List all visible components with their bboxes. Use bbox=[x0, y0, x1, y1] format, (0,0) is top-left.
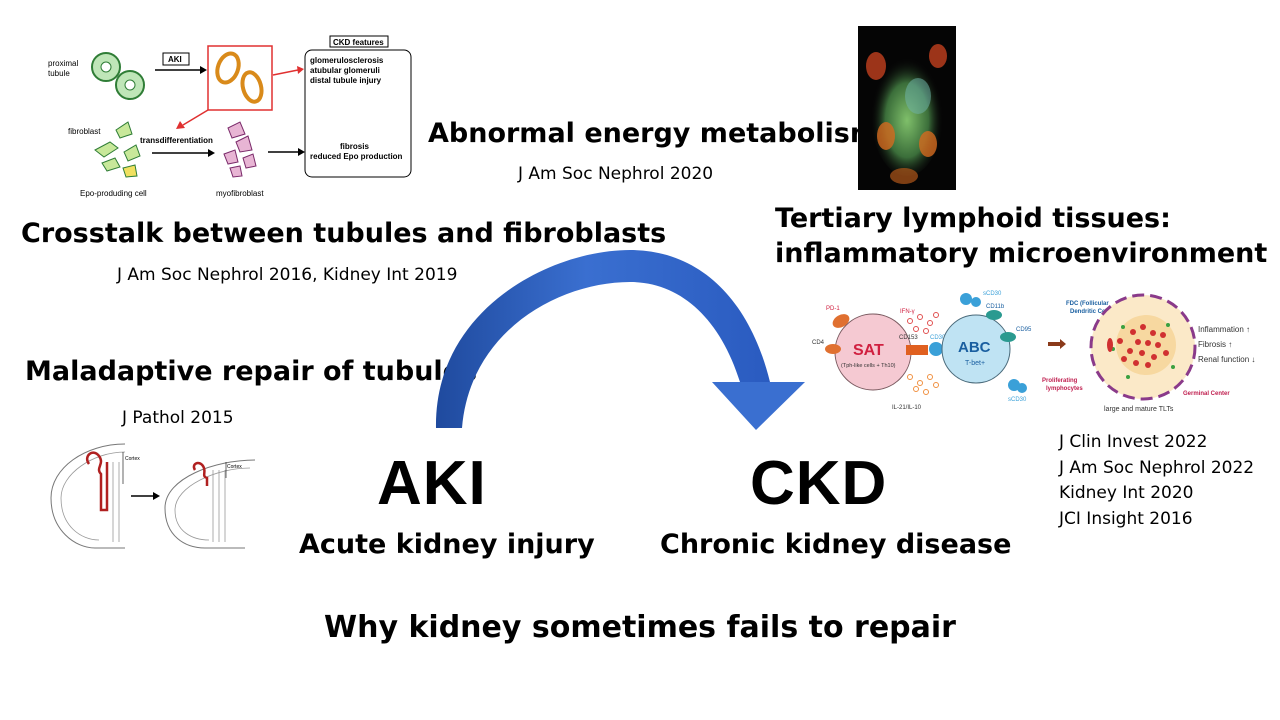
lymphocyte-dots bbox=[1117, 324, 1169, 368]
energy-metabolism-ref: J Am Soc Nephrol 2020 bbox=[518, 164, 714, 184]
crosstalk-title: Crosstalk between tubules and fibroblast… bbox=[21, 218, 667, 249]
germinal-center-label: Germinal Center bbox=[1183, 391, 1230, 397]
fibrosis-label: Fibrosis ↑ bbox=[1198, 340, 1232, 349]
svg-text:lymphocytes: lymphocytes bbox=[1046, 386, 1083, 392]
ckd-full: Chronic kidney disease bbox=[660, 529, 1012, 560]
tlt-title-line2: inflammatory microenvironment bbox=[775, 238, 1268, 269]
ckd-features-box bbox=[304, 49, 412, 178]
red-arrow-to-ckd bbox=[272, 69, 299, 76]
proximal-tubule-label: proximal bbox=[48, 59, 78, 68]
tbet-label: T-bet+ bbox=[965, 360, 985, 367]
epo-cell-label: Epo-produding cell bbox=[80, 189, 147, 198]
arc-arrow-head bbox=[712, 382, 805, 430]
scd30-bottom bbox=[1008, 379, 1027, 393]
proximal-tubule-cell-2 bbox=[115, 70, 145, 100]
ckd-feature-5: reduced Epo production bbox=[310, 152, 403, 161]
aki-abbr: AKI bbox=[377, 449, 487, 518]
fibroblast-label: fibroblast bbox=[68, 127, 101, 136]
maladaptive-title: Maladaptive repair of tubules bbox=[25, 356, 478, 387]
cd30-label: CD30 bbox=[930, 335, 946, 341]
cortex-label-2: Cortex bbox=[227, 464, 242, 470]
il-label: IL-21/IL-10 bbox=[892, 405, 922, 411]
cd11b-receptor bbox=[986, 310, 1002, 320]
damaged-tubule-2 bbox=[192, 461, 209, 486]
transdifferentiation-label: transdifferentiation bbox=[140, 136, 213, 145]
abc-cell bbox=[941, 314, 1011, 384]
il-dots bbox=[907, 374, 939, 395]
pd1-receptor bbox=[832, 314, 850, 328]
cd95-label: CD95 bbox=[1016, 327, 1032, 333]
red-arrow-to-fibroblast bbox=[182, 109, 209, 126]
aki-full: Acute kidney injury bbox=[299, 529, 595, 560]
fdc-label: FDC (Follicular bbox=[1066, 301, 1109, 307]
myofibroblast-label: myofibroblast bbox=[216, 189, 264, 198]
tlt-figure: SAT (Tph-like cells + Th10) PD-1 CD4 CD1… bbox=[812, 291, 1255, 413]
injured-tubule-2 bbox=[240, 70, 264, 104]
tlt-ref-2: J Am Soc Nephrol 2022 bbox=[1059, 457, 1255, 478]
scd30-bottom-label: sCD30 bbox=[1008, 397, 1027, 403]
damaged-tubule-1 bbox=[85, 451, 109, 512]
scd30-top bbox=[960, 293, 981, 307]
sat-sub-label: (Tph-like cells + Th10) bbox=[841, 363, 896, 369]
tlt-title-line1: Tertiary lymphoid tissues: bbox=[775, 203, 1171, 234]
injured-tubule-1 bbox=[215, 51, 241, 85]
pd1-label: PD-1 bbox=[826, 306, 840, 312]
scd30-top-label: sCD30 bbox=[983, 291, 1002, 297]
main-title: Why kidney sometimes fails to repair bbox=[324, 610, 956, 645]
cd11b-label: CD11b bbox=[986, 304, 1005, 310]
cd153-label: CD153 bbox=[899, 335, 918, 341]
tlt-arrow bbox=[1048, 339, 1066, 349]
cd4-label: CD4 bbox=[812, 340, 825, 346]
svg-text:tubule: tubule bbox=[48, 69, 70, 78]
cd95-receptor bbox=[1000, 332, 1016, 342]
ckd-features-header: CKD features bbox=[333, 38, 384, 47]
ckd-feature-4: fibrosis bbox=[340, 142, 369, 151]
tlt-ref-3: Kidney Int 2020 bbox=[1059, 483, 1194, 503]
tlt-refs: J Clin Invest 2022 J Am Soc Nephrol 2022… bbox=[1059, 430, 1254, 532]
aki-small-label: AKI bbox=[168, 55, 182, 64]
kidney-section-1 bbox=[50, 443, 126, 549]
cd30-receptor bbox=[929, 342, 943, 356]
aki-to-ckd-arrow bbox=[435, 250, 805, 430]
maladaptive-figure: Cortex Cortex bbox=[50, 443, 256, 549]
ckd-abbr: CKD bbox=[750, 449, 888, 518]
arc-arrow-body bbox=[435, 250, 770, 428]
cortex-label-1: Cortex bbox=[125, 456, 140, 462]
proliferating-label: Proliferating bbox=[1042, 378, 1078, 384]
ifn-dots bbox=[907, 312, 939, 334]
crosstalk-figure: proximal tubule AKI CKD features glomeru… bbox=[48, 35, 412, 198]
cd4-receptor bbox=[825, 344, 841, 354]
tlt-ref-4: JCI Insight 2016 bbox=[1059, 508, 1193, 529]
sat-label: SAT bbox=[853, 342, 884, 359]
energy-metabolism-title: Abnormal energy metabolism bbox=[428, 118, 878, 149]
ifn-label: IFN-γ bbox=[900, 309, 915, 315]
proximal-tubule-cell-1 bbox=[91, 52, 121, 82]
maladaptive-ref: J Pathol 2015 bbox=[122, 408, 234, 428]
ckd-feature-2: atubular glomeruli bbox=[310, 66, 380, 75]
tlt-ref-1: J Clin Invest 2022 bbox=[1059, 432, 1208, 452]
ckd-feature-3: distal tubule injury bbox=[310, 76, 382, 85]
myofibroblast-cells bbox=[223, 121, 257, 178]
cd153-ligand bbox=[906, 345, 928, 355]
abc-label: ABC bbox=[958, 339, 991, 356]
kidney-section-2 bbox=[164, 459, 256, 549]
fibroblast-cells bbox=[94, 121, 141, 178]
svg-text:Dendritic Cells): Dendritic Cells) bbox=[1070, 309, 1114, 315]
tlt-caption: large and mature TLTs bbox=[1104, 406, 1174, 413]
crosstalk-ref: J Am Soc Nephrol 2016, Kidney Int 2019 bbox=[117, 265, 458, 285]
renal-function-label: Renal function ↓ bbox=[1198, 355, 1255, 364]
fluorescence-image bbox=[858, 26, 956, 190]
inflammation-label: Inflammation ↑ bbox=[1198, 325, 1250, 334]
aki-small-box bbox=[162, 52, 190, 66]
ckd-feature-1: glomerulosclerosis bbox=[310, 56, 384, 65]
